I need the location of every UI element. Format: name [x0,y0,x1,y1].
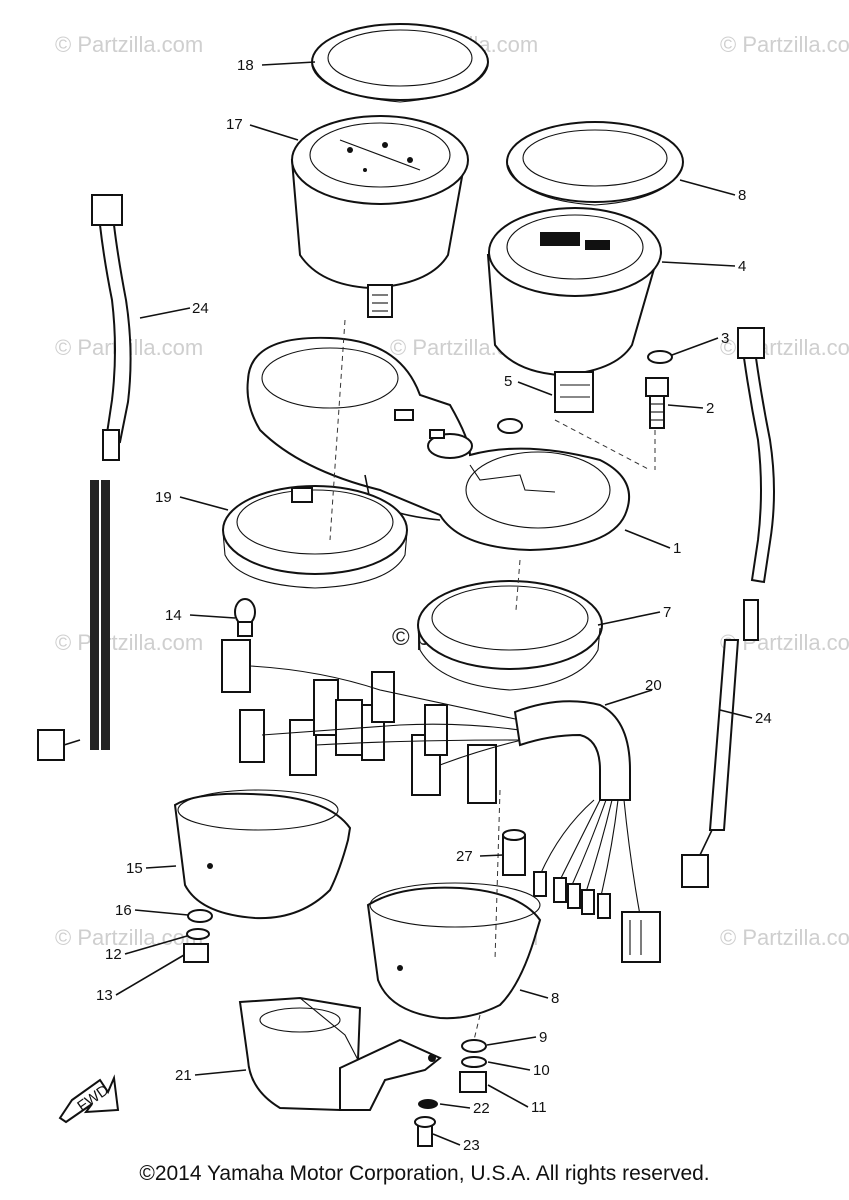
part-8-bezel-upper [506,121,684,206]
watermark: © Partzilla.com [55,32,203,57]
callout-1: 1 [673,540,681,557]
part-10-washer [461,1056,487,1068]
copyright-notice: ©2014 Yamaha Motor Corporation, U.S.A. A… [139,1162,710,1185]
part-20-harness [221,639,661,963]
callout-14: 19 [155,489,172,506]
callout-25: 24 [192,300,209,317]
callout-8-lower: 8 [551,990,559,1007]
watermark: © Partzilla.com [55,925,203,950]
callout-8-upper: 8 [738,187,746,204]
callout-27: 27 [456,848,473,865]
part-8-case-lower [366,882,542,1020]
callout-10: 10 [533,1062,550,1079]
callout-19: 14 [165,607,182,624]
watermark: © Partzilla.com [55,630,203,655]
part-9-washer [461,1039,487,1053]
callout-5: 5 [504,373,512,390]
callout-22: 22 [473,1100,490,1117]
part-14-ring [222,485,408,589]
part-19-bulb [234,598,256,637]
callout-23: 23 [463,1137,480,1154]
part-16-washer [187,909,213,923]
callouts: 18 17 8 4 3 2 5 24 19 1 7 14 20 24 27 15… [96,57,772,1154]
part-15-case [173,789,352,920]
assembly-lines [329,319,656,1041]
watermark: © Partzilla.com [720,630,849,655]
part-27-spacer [502,829,526,876]
callout-9: 9 [539,1029,547,1046]
part-11-nut [459,1071,487,1093]
part-18-nut [183,943,209,963]
callout-20: 20 [645,677,662,694]
callout-11: 11 [531,1099,547,1116]
part-25-cable [37,194,132,761]
part-13-bezel [311,23,489,103]
callout-24: 24 [755,710,772,727]
watermark: © Partzilla.com [720,32,849,57]
part-4-gauge [486,207,662,413]
callout-13: 18 [237,57,254,74]
part-7-ring [417,580,603,691]
callout-16: 16 [115,902,132,919]
callout-7: 7 [663,604,671,621]
part-3-washer [647,350,673,364]
part-24-cable [681,327,775,888]
part-17-washer [186,928,210,940]
callout-15: 15 [126,860,143,877]
callout-17: 12 [105,946,122,963]
callout-4: 4 [738,258,746,275]
part-12-gauge [290,115,469,318]
part-21-bracket [238,996,442,1112]
callout-3: 3 [721,330,729,347]
callout-21: 21 [175,1067,192,1084]
part-2-screw [645,377,669,429]
fwd-arrow-icon: FWD [58,1074,120,1124]
callout-12: 17 [226,116,243,133]
leader-lines [115,61,753,1146]
part-1-housing [246,336,630,552]
part-22-washer [418,1099,438,1109]
part-23-bolt [414,1116,436,1147]
callout-2: 2 [706,400,714,417]
callout-18: 13 [96,987,113,1004]
watermark: © Partzilla.com [720,925,849,950]
